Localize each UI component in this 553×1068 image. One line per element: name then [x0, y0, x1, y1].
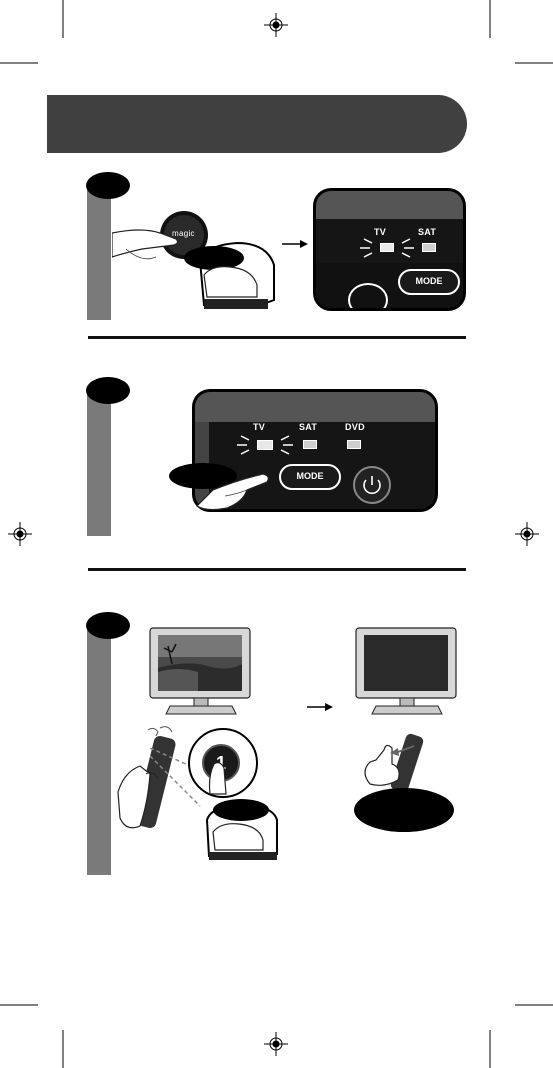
hand-holding-remote	[110, 722, 200, 842]
led-label-tv: TV	[374, 227, 387, 237]
led-tv-lit	[380, 243, 394, 252]
step-2-badge	[86, 377, 130, 404]
led-glow-rays	[360, 235, 414, 261]
led-label-sat: SAT	[418, 227, 437, 237]
mode-button[interactable]: MODE	[398, 269, 460, 295]
step-2-bar	[87, 392, 111, 536]
registration-mark-icon	[8, 522, 32, 546]
step-1-bar	[87, 185, 111, 320]
led-label-sat: SAT	[299, 422, 318, 432]
power-icon[interactable]	[353, 466, 391, 504]
led-glow-rays	[237, 432, 293, 458]
section-divider	[88, 568, 466, 571]
key-1-label: 1	[215, 753, 226, 773]
registration-mark-icon	[264, 13, 288, 37]
button-outline	[348, 283, 388, 308]
key-1-zoom-circle: 1	[188, 728, 258, 798]
mode-button[interactable]: MODE	[279, 464, 341, 490]
hand-finger-up	[354, 728, 444, 798]
step-2-hand-illustration	[167, 460, 287, 516]
step-1-badge	[86, 172, 130, 199]
registration-mark-icon	[515, 522, 539, 546]
step-3-badge	[86, 612, 130, 639]
led-sat	[303, 440, 317, 449]
tv-with-picture	[148, 626, 254, 718]
led-label-tv: TV	[253, 422, 266, 432]
panel-top-strip	[195, 392, 435, 422]
section-divider	[88, 336, 466, 339]
registration-mark-icon	[264, 1032, 288, 1056]
step-3-bar	[87, 625, 111, 875]
step-1-remote-panel: TV SAT MODE	[313, 188, 466, 311]
magic-button-label: magic	[172, 229, 195, 238]
step-3-finger-callout	[203, 798, 283, 862]
tv-blank-screen	[354, 626, 460, 718]
result-badge	[354, 788, 454, 832]
arrow-right-icon	[307, 702, 333, 712]
arrow-right-icon	[282, 239, 308, 249]
led-tv-lit	[257, 440, 273, 450]
panel-top-strip	[316, 191, 463, 219]
led-dvd	[347, 440, 361, 449]
led-label-dvd: DVD	[345, 422, 365, 432]
hand-press-illustration	[169, 463, 269, 511]
led-sat	[422, 243, 436, 252]
section-header-bar	[47, 95, 467, 153]
hand-press-illustration	[112, 211, 275, 309]
step-1-hand-illustration	[112, 205, 292, 320]
